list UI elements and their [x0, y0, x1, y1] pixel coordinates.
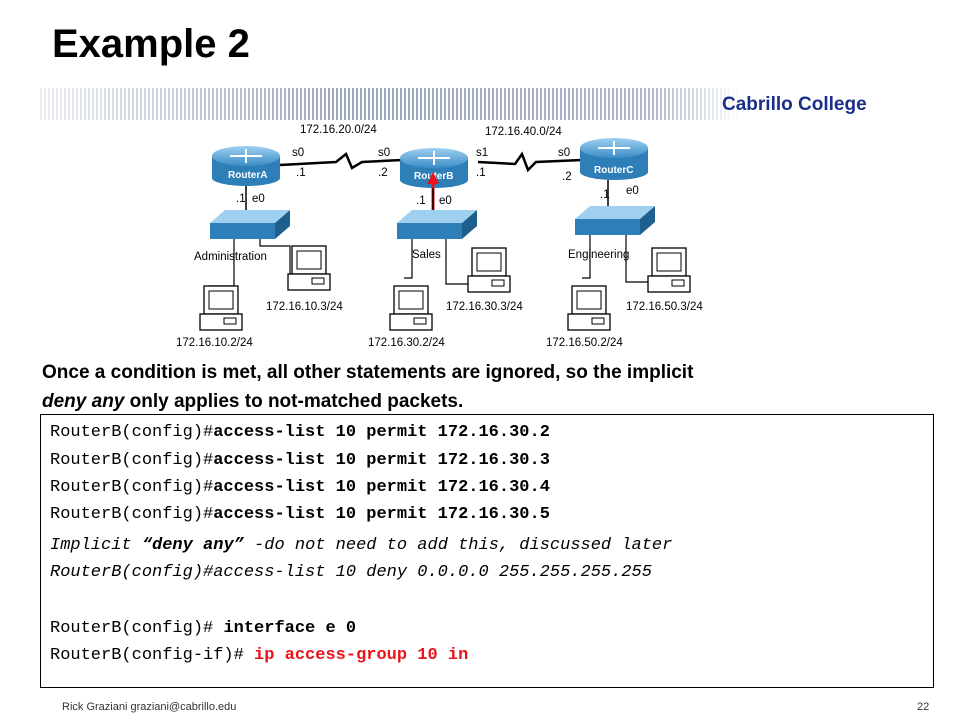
port-ip-label: .2 — [378, 167, 388, 179]
host-ip-label: 172.16.10.2/24 — [176, 337, 253, 349]
note-line2: only applies to not-matched packets. — [124, 391, 464, 412]
code-line-implicit-deny: RouterB(config)#access-list 10 deny 0.0.… — [50, 563, 652, 582]
slide-title: Example 2 — [52, 22, 250, 66]
port-ip-label: .1 — [416, 195, 426, 207]
host-computer-icon — [647, 247, 691, 293]
host-computer-icon — [467, 247, 511, 293]
code-line: RouterB(config)#access-list 10 permit 17… — [50, 423, 550, 442]
serial-link-ab — [279, 151, 403, 170]
port-label: e0 — [626, 185, 639, 197]
port-ip-label: .2 — [562, 171, 572, 183]
switch-admin-icon — [210, 210, 290, 239]
port-ip-label: .1 — [476, 167, 486, 179]
code-comment: Implicit “deny any” -do not need to add … — [50, 536, 673, 555]
code-line: RouterB(config)#access-list 10 permit 17… — [50, 478, 550, 497]
router-a-icon: RouterA — [212, 146, 280, 186]
network-label: 172.16.40.0/24 — [485, 126, 562, 138]
port-label: s0 — [292, 147, 304, 159]
note-line1: Once a condition is met, all other state… — [42, 362, 694, 383]
note-emphasis: deny any — [42, 391, 125, 412]
lan-label: Engineering — [568, 249, 629, 261]
serial-link-bc — [477, 151, 583, 173]
explanation-text: Once a condition is met, all other state… — [42, 358, 922, 416]
port-ip-label: .1 — [296, 167, 306, 179]
port-label: s0 — [378, 147, 390, 159]
port-label: e0 — [439, 195, 452, 207]
port-ip-label: .1 — [600, 189, 610, 201]
port-label: s0 — [558, 147, 570, 159]
port-label: s1 — [476, 147, 488, 159]
code-line: RouterB(config)# interface e 0 — [50, 619, 357, 638]
network-label: 172.16.20.0/24 — [300, 124, 377, 136]
host-computer-icon — [287, 245, 331, 291]
switch-sales-icon — [397, 210, 477, 239]
router-c-label: RouterC — [594, 165, 633, 176]
host-computer-icon — [389, 285, 433, 331]
host-ip-label: 172.16.30.2/24 — [368, 337, 445, 349]
host-ip-label: 172.16.50.2/24 — [546, 337, 623, 349]
port-ip-label: .1 — [236, 193, 246, 205]
code-line: RouterB(config-if)# ip access-group 10 i… — [50, 646, 469, 665]
lan-label: Administration — [194, 251, 267, 263]
code-line: RouterB(config)#access-list 10 permit 17… — [50, 451, 550, 470]
page-number: 22 — [917, 701, 930, 713]
header-stripe-bar — [40, 88, 916, 120]
router-a-label: RouterA — [228, 170, 267, 181]
host-ip-label: 172.16.10.3/24 — [266, 301, 343, 313]
host-computer-icon — [199, 285, 243, 331]
college-name: Cabrillo College — [722, 94, 867, 115]
host-computer-icon — [567, 285, 611, 331]
config-code-box: RouterB(config)#access-list 10 permit 17… — [40, 414, 934, 688]
lan-label: Sales — [412, 249, 441, 261]
footer-author: Rick Graziani graziani@cabrillo.edu — [62, 701, 237, 713]
code-line: RouterB(config)#access-list 10 permit 17… — [50, 505, 550, 524]
host-ip-label: 172.16.30.3/24 — [446, 301, 523, 313]
router-c-icon: RouterC — [580, 138, 648, 180]
port-label: e0 — [252, 193, 265, 205]
network-diagram: 172.16.20.0/24 172.16.40.0/24 s0 .1 s0 .… — [176, 124, 703, 349]
switch-engineering-icon — [575, 206, 655, 235]
host-ip-label: 172.16.50.3/24 — [626, 301, 703, 313]
